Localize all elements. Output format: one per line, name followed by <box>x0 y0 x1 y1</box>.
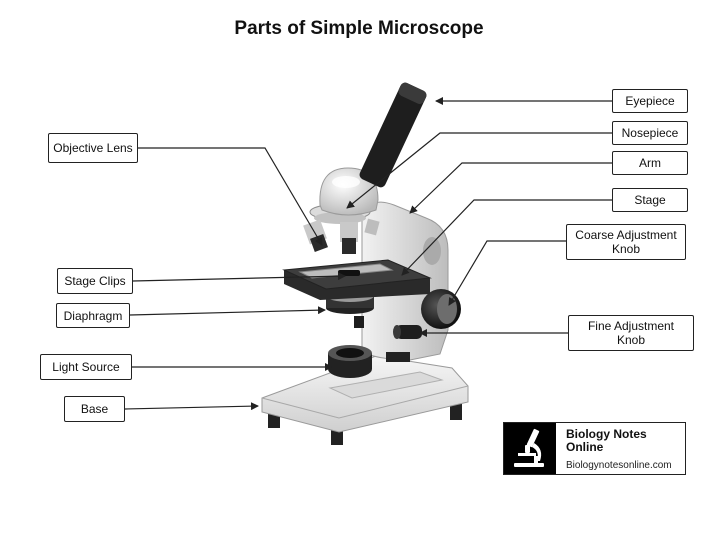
microscope-light-source <box>328 345 372 378</box>
logo-url: Biologynotesonline.com <box>566 460 672 471</box>
brand-logo: Biology Notes Online Biologynotesonline.… <box>503 422 686 475</box>
microscope-icon <box>504 423 556 474</box>
label-coarse-adjustment-knob: Coarse Adjustment Knob <box>566 224 686 260</box>
leader-lines <box>124 97 612 411</box>
label-nosepiece: Nosepiece <box>612 121 688 145</box>
logo-name: Biology Notes Online <box>566 427 647 454</box>
label-stage: Stage <box>612 188 688 212</box>
label-light-source: Light Source <box>40 354 132 380</box>
microscope-base <box>261 355 469 445</box>
label-objective-lens: Objective Lens <box>48 133 138 163</box>
label-diaphragm: Diaphragm <box>56 303 130 328</box>
label-stage-clips: Stage Clips <box>57 268 133 294</box>
microscope-eyepiece <box>359 82 427 188</box>
microscope-head <box>319 167 379 216</box>
label-base: Base <box>64 396 125 422</box>
label-eyepiece: Eyepiece <box>612 89 688 113</box>
page-title: Parts of Simple Microscope <box>234 18 484 39</box>
label-fine-adjustment-knob: Fine Adjustment Knob <box>568 315 694 351</box>
microscope-stage <box>282 259 432 300</box>
label-arm: Arm <box>612 151 688 175</box>
